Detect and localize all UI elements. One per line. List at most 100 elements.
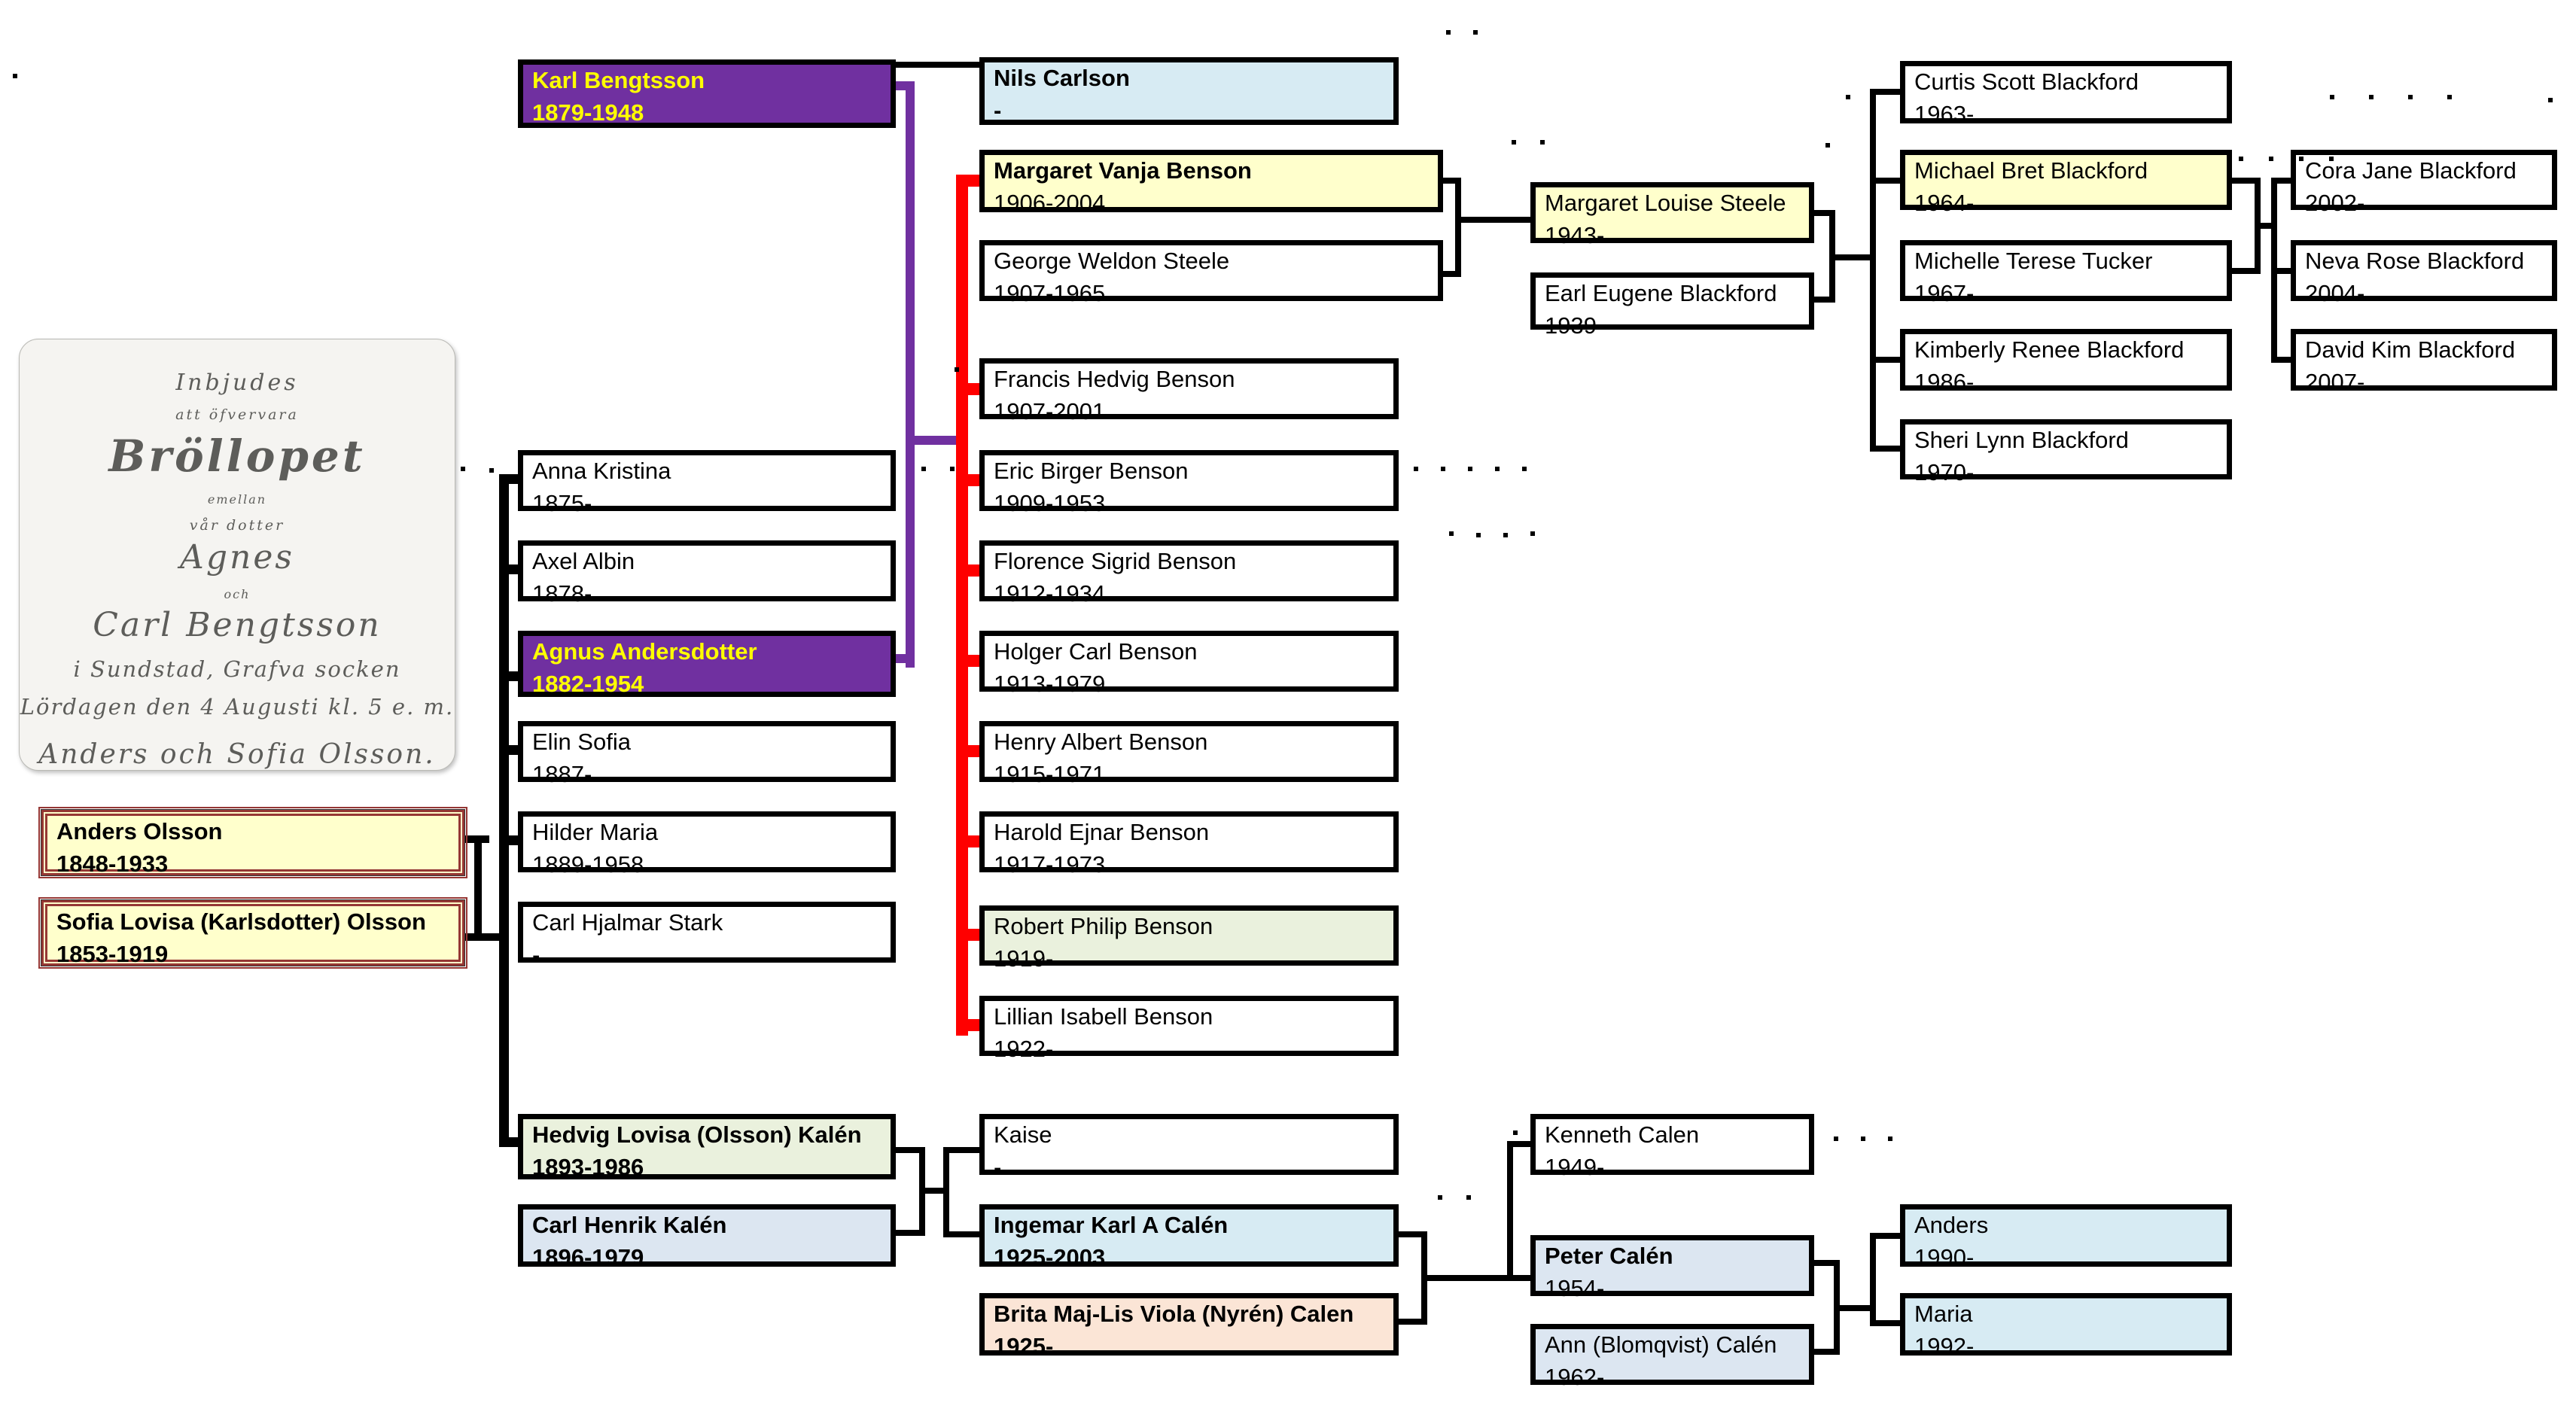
person-dates: 1893-1986	[532, 1153, 644, 1180]
invitation-text-line: Lördagen den 4 Augusti kl. 5 e. m.	[20, 694, 455, 720]
blackford-child-stub	[1870, 89, 1900, 95]
person-dates: -	[994, 96, 1002, 123]
olsson-couple-bracket	[463, 933, 509, 941]
olsson-children-trunk	[499, 476, 509, 1147]
person-name: Holger Carl Benson	[994, 638, 1198, 665]
person-dates: 2004-	[2305, 279, 2365, 306]
person-name: Anna Kristina	[532, 458, 671, 484]
peter-child-stub	[1870, 1320, 1900, 1326]
person-box-kaise[interactable]: Kaise-	[979, 1114, 1399, 1180]
person-box-brita-maj-lis-calen[interactable]: Brita Maj-Lis Viola (Nyrén) Calen 1925-	[979, 1293, 1399, 1359]
person-name: Carl Hjalmar Stark	[532, 909, 723, 936]
person-name: Kenneth Calen	[1545, 1121, 1700, 1148]
invitation-text-line: vår dotter	[189, 517, 285, 534]
person-dates: 1964-	[1914, 189, 1975, 216]
person-dates: 1907-2001	[994, 397, 1106, 424]
person-name: Michelle Terese Tucker	[1914, 248, 2153, 274]
calen-child-stub	[1507, 1141, 1530, 1147]
person-dates: 1912-1934	[994, 580, 1106, 607]
olsson-child-stub	[499, 564, 522, 574]
benson-child-stub	[956, 474, 981, 486]
scan-artifact-dot	[1466, 1195, 1471, 1200]
person-name: David Kim Blackford	[2305, 336, 2516, 363]
scan-artifact-dot	[461, 467, 465, 471]
person-name: Brita Maj-Lis Viola (Nyrén) Calen	[994, 1301, 1354, 1327]
invitation-text-line: i Sundstad, Grafva socken	[73, 656, 401, 682]
person-name: Carl Henrik Kalén	[532, 1212, 727, 1238]
scan-artifact-dot	[1473, 30, 1478, 35]
scan-artifact-dot	[1468, 467, 1472, 471]
invitation-text-line: Anders och Sofia Olsson.	[38, 739, 436, 770]
calen-couple-bracket	[1394, 1231, 1427, 1237]
person-dates: 1943-	[1545, 221, 1605, 248]
person-name: Ingemar Karl A Calén	[994, 1212, 1229, 1238]
person-dates: 1878-	[532, 580, 592, 607]
person-dates: 1990-	[1914, 1243, 1975, 1270]
person-dates: 1889-1958	[532, 850, 644, 878]
scan-artifact-dot	[2552, 157, 2556, 161]
person-dates: 1915-1971	[994, 760, 1106, 787]
scan-artifact-dot	[1446, 30, 1451, 35]
michael-michelle-bracket	[2227, 178, 2261, 184]
scan-artifact-dot	[1522, 467, 1527, 471]
person-name: Robert Philip Benson	[994, 913, 1213, 939]
person-box-carl-hjalmar-stark[interactable]: Carl Hjalmar Stark-	[518, 902, 896, 968]
scan-artifact-dot	[1540, 140, 1545, 145]
person-name: Peter Calén	[1545, 1243, 1673, 1269]
kalen-to-children	[919, 1188, 949, 1194]
olsson-child-stub	[499, 1137, 522, 1147]
person-box-peter-calen[interactable]: Peter Calén 1954-	[1530, 1235, 1814, 1301]
scan-artifact-dot	[1438, 1195, 1442, 1200]
person-name: Ann (Blomqvist) Calén	[1545, 1331, 1777, 1358]
person-box-nils-carlson[interactable]: Nils Carlson-	[979, 57, 1399, 125]
olsson-child-stub	[499, 474, 522, 484]
person-dates: 2002-	[2305, 189, 2365, 216]
invitation-text-line: att öfvervara	[175, 406, 299, 423]
benson-child-stub	[956, 835, 981, 847]
person-name: Earl Eugene Blackford	[1545, 280, 1777, 306]
scan-artifact-dot	[1449, 531, 1454, 536]
person-dates: 1853-1919	[56, 940, 169, 967]
person-dates: 1925-	[994, 1332, 1054, 1359]
person-name: Kaise	[994, 1121, 1052, 1148]
person-dates: 1954-	[1545, 1274, 1605, 1301]
scan-artifact-dot	[2330, 95, 2334, 99]
scan-artifact-dot	[950, 467, 955, 471]
invitation-text-line: emellan	[207, 492, 267, 507]
